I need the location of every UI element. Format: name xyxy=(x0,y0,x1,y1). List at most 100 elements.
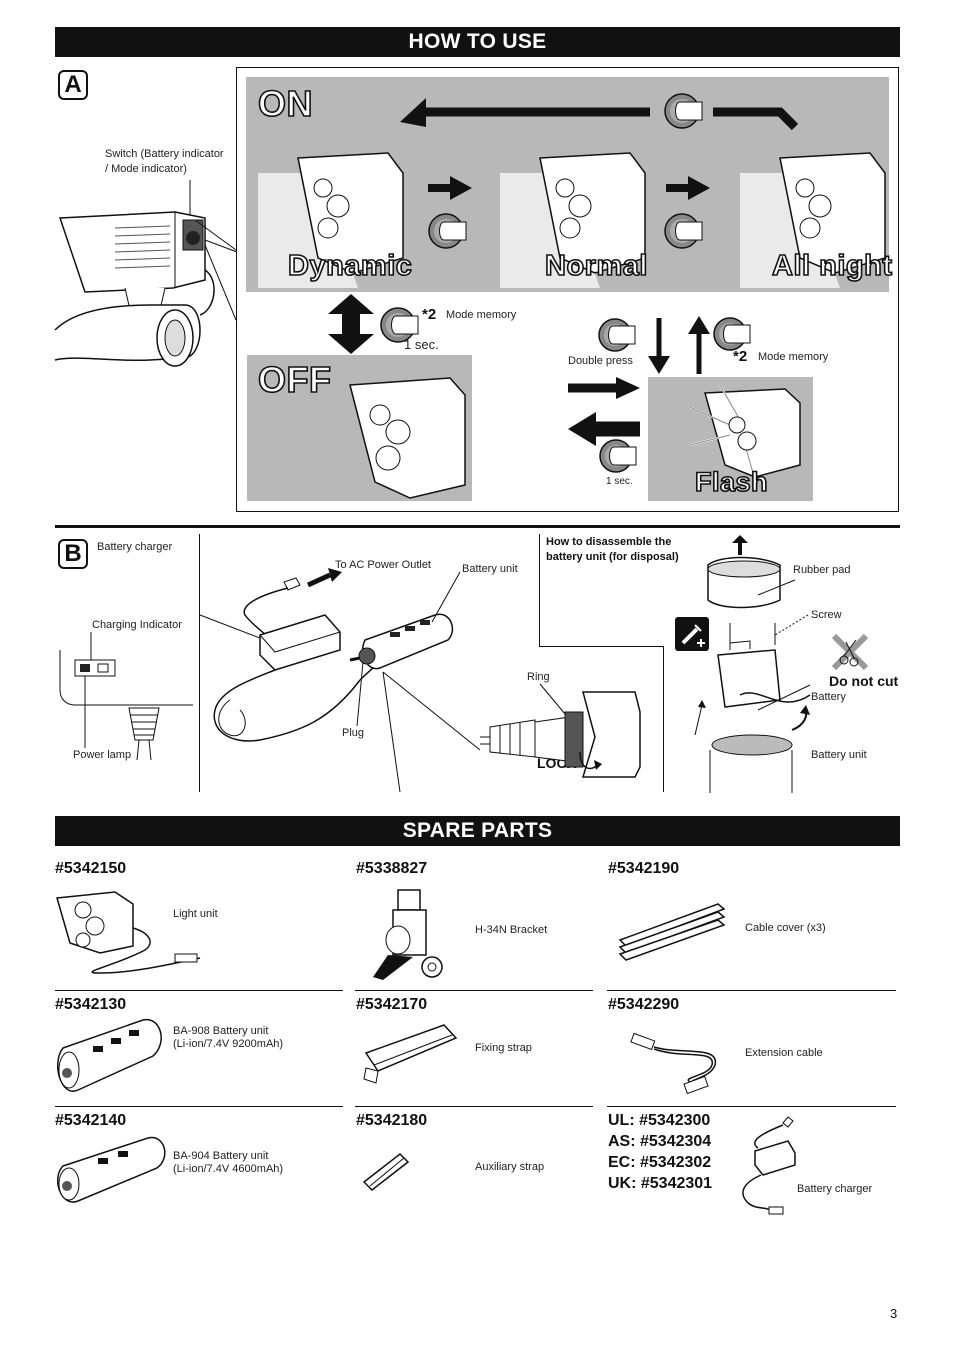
button-press-icon-2 xyxy=(664,213,703,249)
dynamic-light-icon xyxy=(258,152,404,288)
part-desc-7-line2: (Li-ion/7.4V 4600mAh) xyxy=(173,1163,284,1175)
charger-number-ul: UL: #5342300 xyxy=(608,1112,711,1129)
part-number-6: #5342290 xyxy=(608,996,680,1013)
from-flash-up-arrow xyxy=(688,316,710,374)
section-b-letter: B xyxy=(58,539,88,569)
part-number-4: #5342130 xyxy=(55,996,127,1013)
part-number-5: #5342170 xyxy=(356,996,428,1013)
to-flash-down-arrow xyxy=(648,318,670,374)
mode-diagram-frame xyxy=(236,67,899,512)
auxiliary-strap-icon xyxy=(362,1153,410,1191)
off-label: OFF xyxy=(257,359,332,400)
mode-dynamic: Dynamic xyxy=(287,250,413,282)
battery-unit-label-2: Battery unit xyxy=(811,749,867,761)
flash-light-icon xyxy=(684,384,801,481)
parts-divider-2c xyxy=(607,1106,896,1107)
ring-label: Ring xyxy=(527,671,550,683)
one-sec-label: 1 sec. xyxy=(404,337,439,352)
disassemble-title-line2: battery unit (for disposal) xyxy=(546,551,679,563)
mode-all-night: All night xyxy=(771,250,893,282)
charging-indicator-label: Charging Indicator xyxy=(92,619,182,631)
mode-flash: Flash xyxy=(694,467,769,497)
double-press-label: Double press xyxy=(568,355,633,367)
do-not-cut-label: Do not cut xyxy=(829,673,899,689)
plug-lock-detail-illustration xyxy=(480,683,641,778)
fixing-strap-icon xyxy=(363,1024,458,1084)
b-separator-4 xyxy=(663,646,664,792)
button-press-icon-1 xyxy=(428,213,467,249)
part-desc-4-line2: (Li-ion/7.4V 9200mAh) xyxy=(173,1038,284,1050)
on-off-double-arrow xyxy=(328,294,374,354)
battery-unit-4600-icon xyxy=(57,1136,166,1203)
mode-memory-label-2: Mode memory xyxy=(758,351,829,363)
mode-memory-mark-2: *2 xyxy=(733,348,748,365)
part-desc-2: H-34N Bracket xyxy=(475,924,548,936)
hold-button-icon xyxy=(380,307,419,343)
charger-indicator-illustration xyxy=(59,632,193,761)
button-press-icon xyxy=(664,93,703,129)
switch-label-line2: / Mode indicator) xyxy=(105,163,187,175)
double-press-icon xyxy=(598,318,636,352)
parts-divider-1b xyxy=(355,990,593,991)
battery-charger-label: Battery charger xyxy=(97,541,173,553)
how-to-use-title: HOW TO USE xyxy=(408,30,547,53)
switch-label-line1: Switch (Battery indicator xyxy=(105,148,224,160)
mode-normal: Normal xyxy=(544,250,648,282)
all-night-light-icon xyxy=(740,152,886,288)
hold-button-icon-2 xyxy=(599,439,637,473)
part-number-2: #5338827 xyxy=(356,860,428,877)
light-on-handlebar-illustration xyxy=(54,180,238,367)
flash-right-arrow xyxy=(568,377,640,399)
plug-label: Plug xyxy=(342,727,365,739)
battery-charger-icon xyxy=(742,1116,796,1215)
part-number-7: #5342140 xyxy=(55,1112,127,1129)
bracket-icon xyxy=(373,889,443,980)
part-desc-7-line1: BA-904 Battery unit xyxy=(173,1150,269,1162)
parts-divider-2b xyxy=(355,1106,593,1107)
disassemble-title-line1: How to disassemble the xyxy=(546,536,672,548)
return-arrow xyxy=(400,98,799,131)
off-light-icon xyxy=(349,377,466,499)
section-a-letter: A xyxy=(58,70,88,100)
charger-number-ec: EC: #5342302 xyxy=(608,1154,712,1171)
b-separator-3 xyxy=(539,646,663,647)
next-mode-arrow-1 xyxy=(428,176,472,200)
mode-memory-mark-1: *2 xyxy=(422,306,437,323)
spare-parts-title: SPARE PARTS xyxy=(402,819,553,842)
part-number-8: #5342180 xyxy=(356,1112,428,1129)
battery-disassembly-illustration xyxy=(694,535,811,793)
scissors-crossed-icon xyxy=(831,633,869,671)
part-desc-8: Auxiliary strap xyxy=(475,1161,545,1173)
flash-left-arrow xyxy=(568,412,640,446)
part-desc-4-line1: BA-908 Battery unit xyxy=(173,1025,269,1037)
to-ac-outlet-label: To AC Power Outlet xyxy=(335,559,431,571)
cable-cover-icon xyxy=(618,903,726,961)
battery-unit-9200-icon xyxy=(57,1019,162,1092)
charging-setup-illustration xyxy=(199,568,481,793)
charger-number-as: AS: #5342304 xyxy=(608,1133,712,1150)
mode-memory-button-icon xyxy=(713,317,751,351)
parts-divider-1c xyxy=(607,990,896,991)
page-number: 3 xyxy=(890,1306,898,1321)
b-separator-1 xyxy=(199,534,200,792)
parts-divider-1a xyxy=(55,990,343,991)
part-number-1: #5342150 xyxy=(55,860,127,877)
power-lamp-label: Power lamp xyxy=(73,749,132,761)
light-unit-icon xyxy=(56,891,201,974)
part-desc-6: Extension cable xyxy=(745,1047,823,1059)
extension-cable-icon xyxy=(630,1032,716,1095)
switch-connector-lines xyxy=(194,219,237,321)
how-to-use-header: HOW TO USE xyxy=(55,27,900,57)
spare-parts-header: SPARE PARTS xyxy=(55,816,900,846)
charger-desc: Battery charger xyxy=(797,1183,873,1195)
part-desc-5: Fixing strap xyxy=(475,1042,532,1054)
on-label: ON xyxy=(257,83,313,124)
rubber-pad-label: Rubber pad xyxy=(793,564,851,576)
part-desc-3: Cable cover (x3) xyxy=(745,922,826,934)
charger-number-uk: UK: #5342301 xyxy=(608,1175,713,1192)
part-desc-1: Light unit xyxy=(173,908,218,920)
one-sec-small-label: 1 sec. xyxy=(606,476,633,487)
b-separator-2 xyxy=(539,534,540,646)
section-b-divider xyxy=(55,525,900,528)
screwdriver-icon xyxy=(675,617,709,651)
